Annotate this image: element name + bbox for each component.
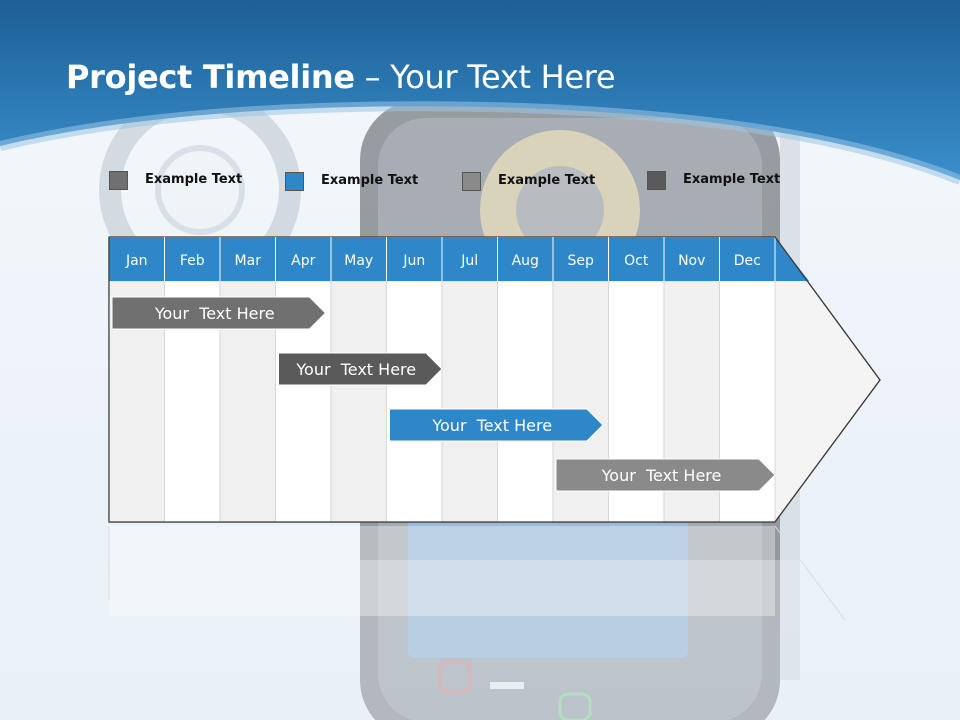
legend-label: Example Text (498, 173, 596, 188)
month-column (330, 280, 387, 523)
month-column (441, 280, 498, 523)
task-bar (555, 458, 776, 492)
task-bar (278, 352, 443, 386)
title-bold: Project Timeline (66, 58, 355, 96)
timeline-reflection (109, 526, 775, 616)
month-column (386, 280, 443, 523)
month-header-band (109, 237, 809, 281)
task-bar-label: Your Text Here (431, 416, 552, 435)
reflection-edge (774, 525, 846, 621)
month-label: Dec (734, 253, 761, 269)
task-bar-label: Your Text Here (154, 304, 275, 323)
timeline-outline (108, 236, 881, 523)
month-label: Feb (180, 253, 205, 269)
task-bar (111, 296, 327, 330)
title-rest: – Your Text Here (354, 58, 616, 96)
month-label: Jul (460, 253, 478, 269)
month-label: Jun (402, 253, 425, 269)
month-label: Sep (568, 253, 595, 269)
legend-swatch (109, 171, 128, 190)
month-label: Jan (125, 253, 148, 269)
legend-label: Example Text (145, 172, 243, 187)
month-label: Nov (678, 253, 705, 269)
legend-label: Example Text (683, 172, 781, 187)
task-bar (389, 408, 604, 442)
legend-swatch (285, 172, 304, 191)
month-label: May (344, 253, 373, 269)
month-label: Mar (235, 253, 262, 269)
month-label: Aug (512, 253, 539, 269)
task-bar-label: Your Text Here (601, 466, 722, 485)
month-label: Apr (291, 253, 315, 269)
month-column (497, 280, 554, 523)
month-label: Oct (624, 253, 649, 269)
task-bar-label: Your Text Here (295, 360, 416, 379)
legend-swatch (647, 171, 666, 190)
legend-swatch (462, 172, 481, 191)
slide-title: Project Timeline – Your Text Here (66, 58, 616, 96)
legend-label: Example Text (321, 173, 419, 188)
